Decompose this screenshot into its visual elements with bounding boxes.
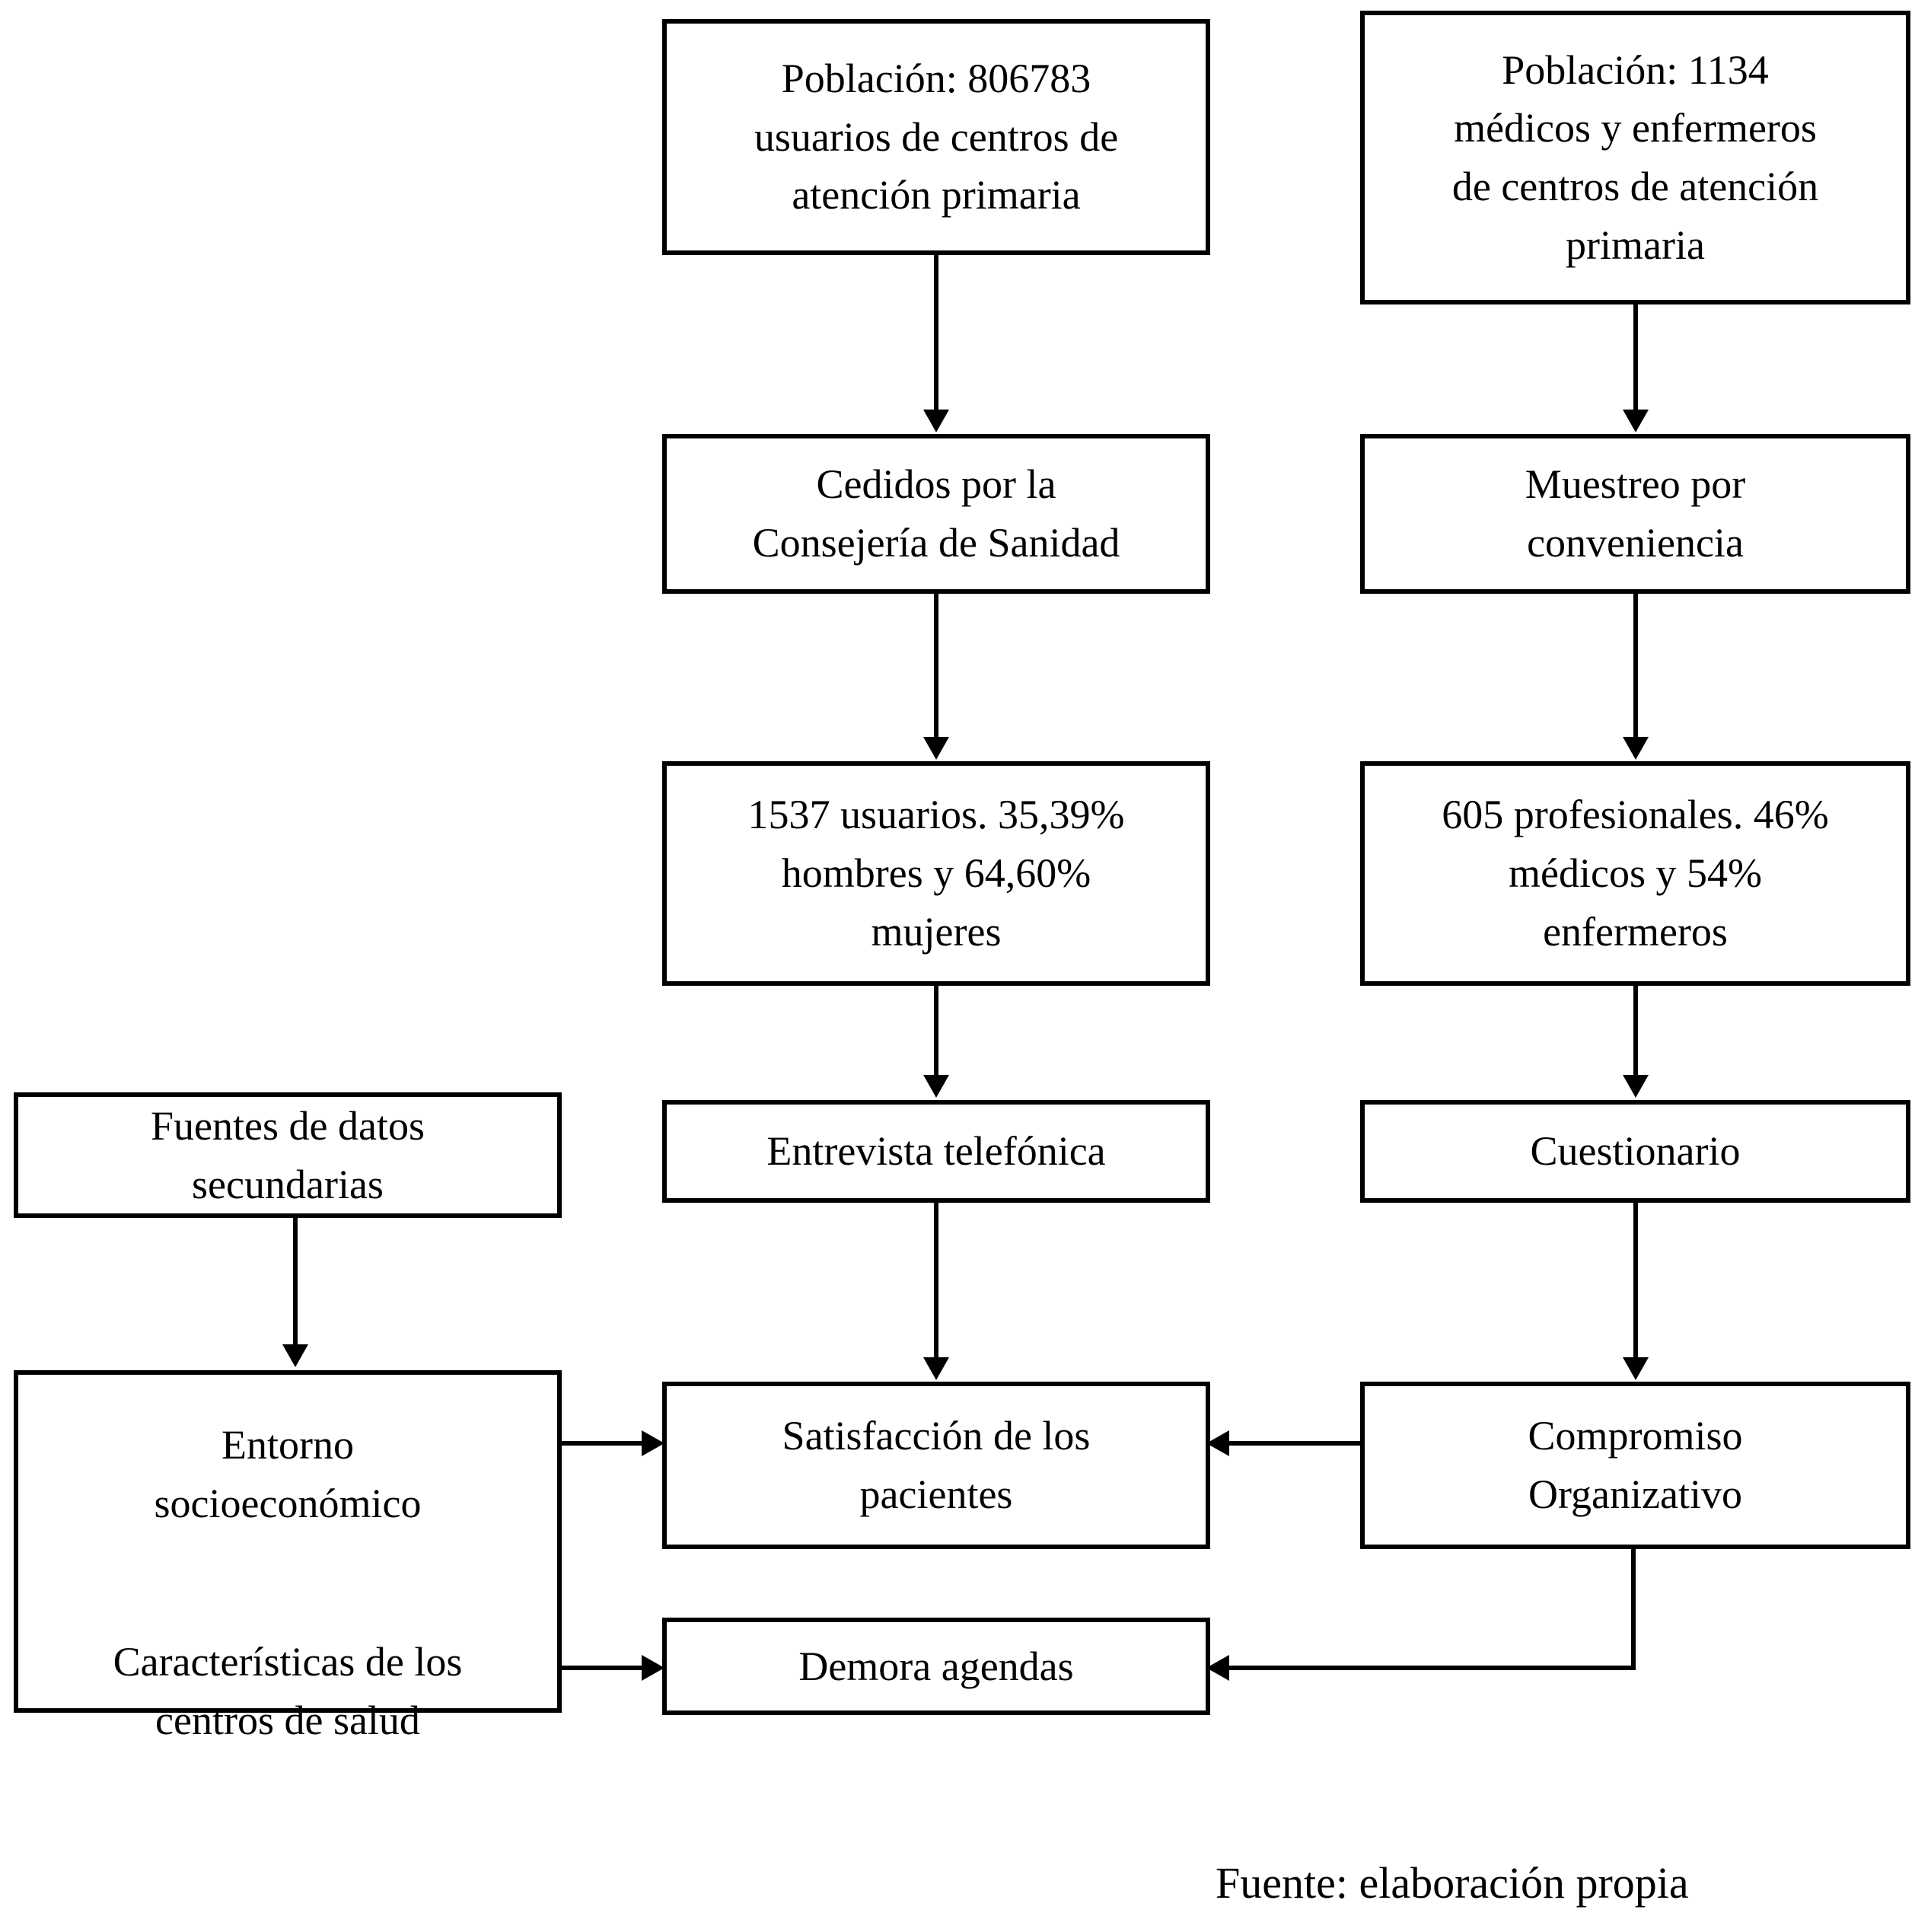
node-context-variables-line-3: Características de los [113, 1639, 463, 1685]
node-sample-staff-line-3: enfermeros [1543, 908, 1728, 955]
connector-source-to-sample-users [934, 594, 938, 738]
arrowhead-sampling-to-sample-staff [1623, 737, 1649, 760]
connector-sample-staff-to-questionnaire [1633, 986, 1638, 1077]
connector-context-to-delay [562, 1666, 645, 1670]
node-questionnaire-line-1: Cuestionario [1530, 1128, 1741, 1175]
node-phone-interview[interactable]: Entrevista telefónica [662, 1100, 1210, 1203]
connector-pop-staff-to-sampling [1633, 304, 1638, 411]
arrowhead-pop-staff-to-sampling [1623, 410, 1649, 432]
connector-interview-to-satisfaction [934, 1203, 938, 1359]
node-appointment-delay[interactable]: Demora agendas [662, 1618, 1210, 1715]
node-sampling-staff-line-2: conveniencia [1527, 520, 1744, 566]
connector-commitment-to-satisfaction [1229, 1441, 1362, 1446]
node-context-variables-paragraph-1: Entorno socioeconómico [155, 1416, 422, 1532]
arrowhead-pop-users-to-source [923, 410, 949, 432]
node-pop-staff[interactable]: Población: 1134 médicos y enfermeros de … [1360, 11, 1910, 304]
node-context-variables-line-1: Entorno [221, 1422, 354, 1468]
node-source-users-line-2: Consejería de Sanidad [752, 520, 1120, 566]
node-pop-staff-line-2: médicos y enfermeros [1454, 105, 1817, 151]
node-pop-users-line-3: atención primaria [792, 172, 1081, 218]
node-source-users-line-1: Cedidos por la [816, 461, 1056, 508]
node-phone-interview-line-1: Entrevista telefónica [766, 1128, 1106, 1175]
connector-sample-users-to-interview [934, 986, 938, 1077]
node-context-variables-line-4: centros de salud [155, 1698, 420, 1744]
node-context-variables[interactable]: Entorno socioeconómico Características d… [14, 1370, 562, 1743]
node-pop-staff-line-3: de centros de atención [1451, 164, 1819, 209]
node-organizational-commitment[interactable]: Compromiso Organizativo [1360, 1382, 1910, 1549]
node-context-variables-line-2: socioeconómico [154, 1480, 422, 1526]
node-sampling-staff-line-1: Muestreo por [1525, 461, 1746, 508]
node-patient-satisfaction-line-1: Satisfacción de los [782, 1413, 1091, 1459]
node-organizational-commitment-line-2: Organizativo [1528, 1471, 1742, 1517]
connector-pop-users-to-source [934, 255, 938, 411]
node-organizational-commitment-line-1: Compromiso [1528, 1413, 1743, 1459]
node-secondary-sources-line-1: Fuentes de datos [151, 1102, 425, 1149]
node-sample-users[interactable]: 1537 usuarios. 35,39% hombres y 64,60% m… [662, 761, 1210, 986]
arrowhead-sample-users-to-interview [923, 1075, 949, 1098]
arrowhead-context-to-satisfaction [642, 1430, 664, 1456]
node-pop-staff-line-1: Población: 1134 [1502, 46, 1769, 93]
node-pop-users[interactable]: Población: 806783 usuarios de centros de… [662, 19, 1210, 255]
node-sampling-staff[interactable]: Muestreo por conveniencia [1360, 434, 1910, 594]
connector-context-to-satisfaction [562, 1441, 645, 1446]
connector-commitment-to-delay-vertical [1631, 1492, 1636, 1668]
arrowhead-context-to-delay [642, 1655, 664, 1681]
node-patient-satisfaction[interactable]: Satisfacción de los pacientes [662, 1382, 1210, 1549]
arrowhead-commitment-to-delay [1206, 1655, 1229, 1681]
node-sample-staff[interactable]: 605 profesionales. 46% médicos y 54% enf… [1360, 761, 1910, 986]
node-context-variables-paragraph-2: Características de los centros de salud [113, 1633, 463, 1749]
arrowhead-source-to-sample-users [923, 737, 949, 760]
arrowhead-sources-to-context [282, 1344, 308, 1367]
connector-questionnaire-to-commitment [1633, 1203, 1638, 1359]
node-pop-staff-line-4: primaria [1566, 222, 1705, 268]
node-appointment-delay-line-1: Demora agendas [798, 1643, 1074, 1689]
node-sample-staff-line-1: 605 profesionales. 46% [1442, 792, 1829, 838]
arrowhead-sample-staff-to-questionnaire [1623, 1075, 1649, 1098]
node-patient-satisfaction-line-2: pacientes [859, 1471, 1013, 1517]
connector-commitment-to-delay-horizontal [1229, 1666, 1636, 1670]
node-sample-users-line-2: hombres y 64,60% [781, 850, 1091, 897]
node-pop-users-line-2: usuarios de centros de [754, 113, 1119, 160]
node-pop-users-line-1: Población: 806783 [781, 55, 1091, 101]
node-sample-users-line-1: 1537 usuarios. 35,39% [747, 792, 1125, 838]
node-secondary-sources-line-2: secundarias [192, 1161, 384, 1207]
arrowhead-interview-to-satisfaction [923, 1357, 949, 1380]
connector-sampling-to-sample-staff [1633, 594, 1638, 738]
node-sample-users-line-3: mujeres [871, 908, 1002, 955]
node-source-users[interactable]: Cedidos por la Consejería de Sanidad [662, 434, 1210, 594]
arrowhead-commitment-to-satisfaction [1206, 1430, 1229, 1456]
node-sample-staff-line-2: médicos y 54% [1509, 850, 1762, 897]
connector-sources-to-context [293, 1218, 298, 1346]
node-secondary-sources[interactable]: Fuentes de datos secundarias [14, 1092, 562, 1218]
node-questionnaire[interactable]: Cuestionario [1360, 1100, 1910, 1203]
source-caption: Fuente: elaboración propia [1216, 1858, 1689, 1908]
arrowhead-questionnaire-to-commitment [1623, 1357, 1649, 1380]
